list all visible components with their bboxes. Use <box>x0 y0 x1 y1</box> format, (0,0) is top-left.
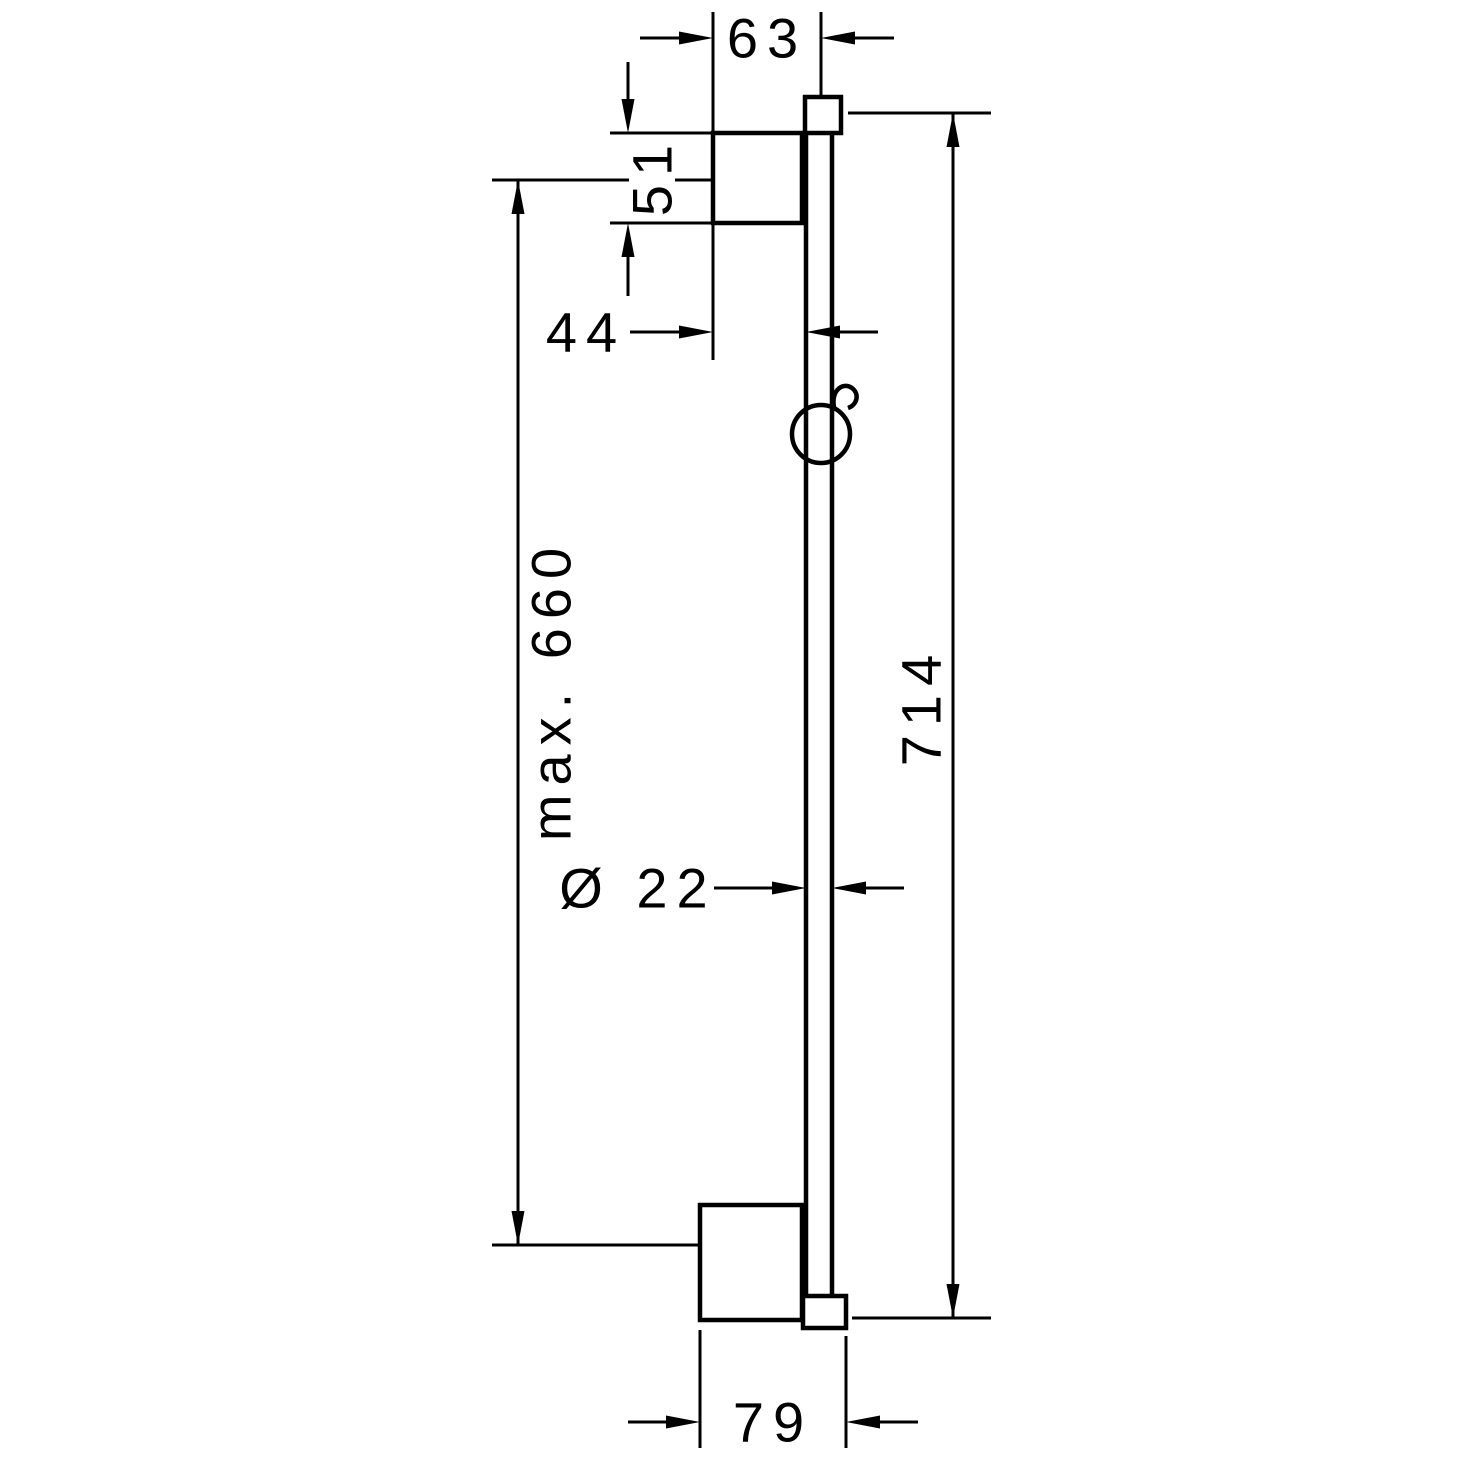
arrowhead-down <box>946 1284 960 1318</box>
dim-rail-diameter-label: Ø 22 <box>559 857 716 920</box>
dim-wall-offset-label: 44 <box>546 301 626 364</box>
arrowhead-left <box>821 31 855 45</box>
dim-overall-length-label: 714 <box>890 646 953 766</box>
arrowhead-right <box>679 31 713 45</box>
dim-top-width-label: 63 <box>727 7 807 70</box>
slider-ring <box>789 402 853 466</box>
dim-max-height: max. 660 <box>492 178 711 1247</box>
arrowhead-down <box>511 1211 525 1245</box>
wall-bracket-bottom <box>697 1202 805 1323</box>
label-mask <box>629 138 675 218</box>
arrowhead-right <box>772 881 806 895</box>
dim-holder-height-label: 51 <box>621 136 684 216</box>
shower-rail <box>697 94 859 1331</box>
bottom-end-cap <box>800 1293 849 1331</box>
arrowhead-down <box>621 99 635 133</box>
arrowhead-left <box>832 881 866 895</box>
arrowhead-up <box>946 113 960 147</box>
dim-base-width: 79 <box>628 1330 918 1454</box>
arrowhead-left <box>806 325 840 339</box>
arrowhead-right <box>666 1415 700 1429</box>
dim-base-width-label: 79 <box>733 1391 813 1454</box>
top-end-cap <box>802 94 844 136</box>
arrowhead-right <box>679 325 713 339</box>
dim-top-width: 63 <box>640 7 894 360</box>
arrowhead-left <box>846 1415 880 1429</box>
arrowhead-up <box>511 180 525 214</box>
arrowhead-up <box>621 223 635 257</box>
dim-wall-offset: 44 <box>546 301 878 364</box>
dim-max-height-label: max. 660 <box>520 539 583 841</box>
dim-rail-diameter: Ø 22 <box>559 857 904 920</box>
dim-overall-length: 714 <box>848 111 991 1320</box>
slider-hook <box>831 383 859 412</box>
dim-holder-height: 51 <box>610 62 711 296</box>
wall-bracket-top <box>710 130 805 226</box>
